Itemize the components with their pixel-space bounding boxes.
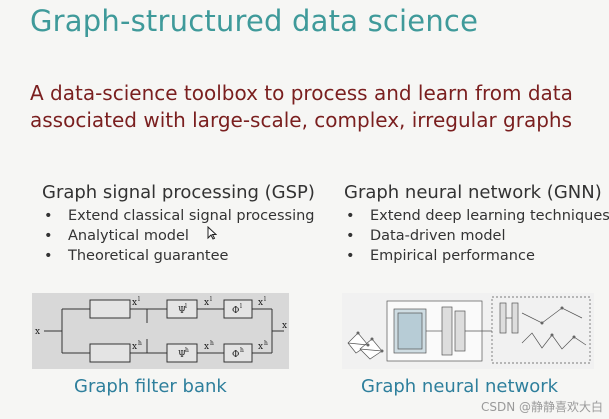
- list-item: •Empirical performance: [346, 248, 535, 264]
- list-item: •Theoretical guarantee: [44, 248, 229, 264]
- bottom-out-label: x: [258, 342, 263, 352]
- svg-text:l: l: [185, 303, 187, 310]
- bullet-icon: •: [346, 208, 355, 224]
- output-label: x: [282, 321, 287, 331]
- svg-text:h: h: [240, 347, 244, 354]
- watermark: CSDN @静静喜欢大白: [480, 400, 603, 414]
- svg-text:l: l: [264, 296, 266, 303]
- filter-bank-svg: x x x l Ψ l x l Φ l x l x h Ψ h x h Φ h …: [35, 296, 287, 363]
- svg-text:l: l: [210, 296, 212, 303]
- graph-neural-network-diagram: [342, 293, 594, 369]
- svg-text:h: h: [210, 340, 214, 347]
- input-label: x: [35, 327, 40, 337]
- mouse-cursor-icon: [207, 226, 217, 240]
- bullet-icon: •: [44, 208, 53, 224]
- svg-text:l: l: [138, 296, 140, 303]
- slide-subtitle: A data-science toolbox to process and le…: [30, 80, 590, 134]
- top-out-label: x: [258, 298, 263, 308]
- gsp-column: Graph signal processing (GSP) •Extend cl…: [42, 182, 322, 266]
- list-item: •Extend classical signal processing: [44, 208, 315, 224]
- gsp-heading: Graph signal processing (GSP): [42, 182, 315, 203]
- graph-filter-bank-diagram: x x x l Ψ l x l Φ l x l x h Ψ h x h Φ h …: [32, 293, 289, 369]
- gsp-bullet-list: •Extend classical signal processing •Ana…: [42, 206, 322, 266]
- bullet-icon: •: [346, 228, 355, 244]
- list-item: •Data-driven model: [346, 228, 506, 244]
- bottom-phi-label: Φ: [232, 350, 239, 360]
- bullet-icon: •: [44, 248, 53, 264]
- svg-text:l: l: [240, 303, 242, 310]
- svg-text:h: h: [185, 347, 189, 354]
- bottom-x-label: x: [132, 342, 137, 352]
- slide-title: Graph-structured data science: [30, 4, 479, 38]
- top-phi-label: Φ: [232, 306, 239, 316]
- gnn-svg: [347, 296, 591, 364]
- subtitle-line-2: associated with large-scale, complex, ir…: [30, 108, 572, 132]
- bullet-icon: •: [44, 228, 53, 244]
- graph-neural-network-caption: Graph neural network: [361, 376, 559, 397]
- subtitle-line-1: A data-science toolbox to process and le…: [30, 81, 573, 105]
- bottom-xm-label: x: [204, 342, 209, 352]
- top-x-label: x: [132, 298, 137, 308]
- top-psi-label: Ψ: [178, 306, 186, 316]
- graph-filter-bank-caption: Graph filter bank: [74, 376, 227, 397]
- gnn-column: Graph neural network (GNN) •Extend deep …: [344, 182, 609, 266]
- top-xm-label: x: [204, 298, 209, 308]
- svg-text:h: h: [138, 340, 142, 347]
- list-item: •Extend deep learning techniques: [346, 208, 609, 224]
- svg-text:h: h: [264, 340, 268, 347]
- gnn-bullet-list: •Extend deep learning techniques •Data-d…: [344, 206, 609, 266]
- list-item: •Analytical model: [44, 228, 189, 244]
- gnn-heading: Graph neural network (GNN): [344, 182, 602, 203]
- bullet-icon: •: [346, 248, 355, 264]
- bottom-psi-label: Ψ: [178, 350, 186, 360]
